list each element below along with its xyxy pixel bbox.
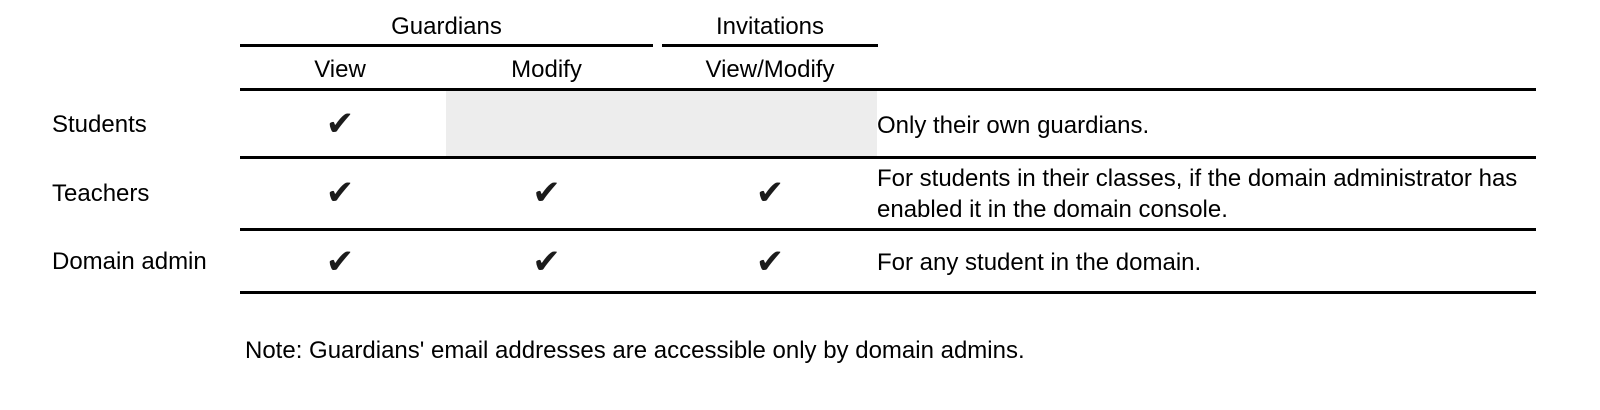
rule-below-students-row <box>240 156 1536 159</box>
row-label-teachers: Teachers <box>52 180 150 207</box>
spanner-rule-guardians <box>240 44 653 47</box>
group-header-guardians: Guardians <box>391 13 502 40</box>
row-description-teachers: For students in their classes, if the do… <box>877 165 1518 223</box>
group-header-invitations: Invitations <box>715 13 825 40</box>
group-header-row: Guardians Invitations <box>0 12 1600 52</box>
check-icon-domain-admin-guardians-view: ✔ <box>325 242 355 282</box>
row-label-domain-admin: Domain admin <box>52 248 207 275</box>
check-icon-students-guardians-view: ✔ <box>325 104 355 144</box>
check-icon-teachers-invitations-view-modify: ✔ <box>755 173 785 213</box>
check-icon-teachers-guardians-modify: ✔ <box>532 173 561 213</box>
column-header-row: View Modify View/Modify <box>0 55 1600 89</box>
check-icon-domain-admin-guardians-modify: ✔ <box>532 242 561 282</box>
spanner-rule-invitations <box>662 44 878 47</box>
rule-below-teachers-row <box>240 228 1536 231</box>
row-description-domain-admin: For any student in the domain. <box>877 249 1202 276</box>
row-label-students: Students <box>52 111 147 138</box>
rule-table-bottom <box>240 291 1536 294</box>
row-description-students: Only their own guardians. <box>877 112 1150 139</box>
shaded-cell-students-unavailable <box>446 91 877 156</box>
check-icon-domain-admin-invitations-view-modify: ✔ <box>755 242 785 282</box>
check-icon-teachers-guardians-view: ✔ <box>325 173 355 213</box>
column-header-invitations-view-modify: View/Modify <box>705 56 835 83</box>
footer-note: Note: Guardians' email addresses are acc… <box>245 337 1025 364</box>
rule-below-header <box>240 88 1536 91</box>
column-header-guardians-view: View <box>314 56 366 83</box>
column-header-guardians-modify: Modify <box>511 56 582 83</box>
